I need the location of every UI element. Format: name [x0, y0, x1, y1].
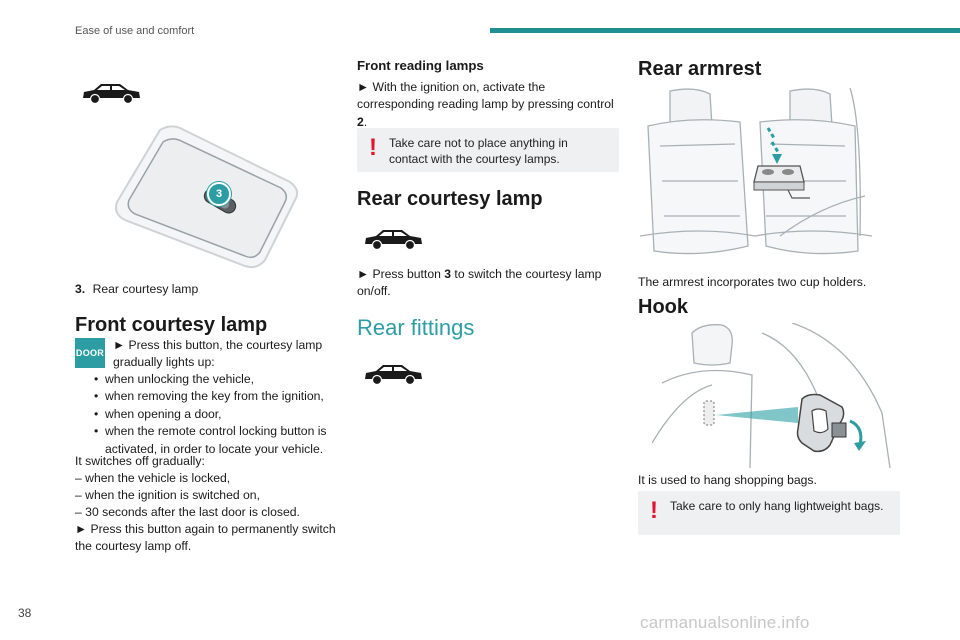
front-courtesy-lamp-title: Front courtesy lamp [75, 314, 268, 336]
list-item: •when unlocking the vehicle, [94, 372, 255, 386]
watermark: carmanualsonline.info [640, 613, 810, 632]
hook-title: Hook [638, 296, 688, 318]
armrest-text: The armrest incorporates two cup holders… [638, 275, 867, 289]
sedan-icon [362, 361, 424, 387]
front-reading-lamps-title: Front reading lamps [357, 58, 484, 73]
list-item: •when opening a door, [94, 406, 222, 421]
list-item: •when the remote control locking button … [94, 424, 327, 456]
figure-caption: 3. Rear courtesy lamp [75, 281, 198, 298]
dash-item: – 30 seconds after the last door is clos… [75, 505, 300, 519]
warning-icon: ! [369, 134, 377, 161]
warning-text: Take care to only hang lightweight bags. [670, 499, 884, 513]
courtesy-lamp-conditions-list: •when unlocking the vehicle, •when remov… [85, 371, 355, 458]
sedan-icon [362, 226, 424, 252]
caption-text: Rear courtesy lamp [92, 282, 199, 296]
rear-courtesy-text: ► Press button 3 to switch the courtesy … [357, 267, 602, 299]
warning-note: ! Take care not to place anything in con… [357, 128, 619, 172]
hook-illustration [652, 323, 892, 468]
door-button-icon: DOOR [75, 338, 105, 368]
rear-armrest-title: Rear armrest [638, 58, 762, 80]
warning-text: Take care not to place anything in conta… [389, 136, 568, 166]
rear-fittings-title: Rear fittings [357, 315, 475, 340]
warning-note: ! Take care to only hang lightweight bag… [638, 491, 900, 535]
caption-number: 3. [75, 282, 86, 296]
hook-text: It is used to hang shopping bags. [638, 473, 817, 487]
warning-icon: ! [650, 497, 658, 524]
switches-off-text: It switches off gradually: [75, 454, 205, 468]
rear-armrest-illustration [640, 86, 872, 266]
sedan-icon [80, 80, 142, 106]
press-again-text: ► Press this button again to permanently… [75, 522, 336, 554]
control-number: 2 [357, 114, 364, 129]
press-button-line-1: ► Press this button, the courtesy lamp [113, 338, 323, 352]
callout-badge-3: 3 [207, 182, 231, 206]
dash-item: – when the vehicle is locked, [75, 471, 231, 485]
section-title: Ease of use and comfort [75, 25, 195, 37]
reading-lamp-text: ► With the ignition on, activate the cor… [357, 80, 614, 129]
dash-item: – when the ignition is switched on, [75, 488, 260, 502]
button-number: 3 [444, 267, 452, 281]
list-item: •when removing the key from the ignition… [94, 389, 324, 404]
press-button-line-2: gradually lights up: [113, 355, 215, 369]
rear-courtesy-lamp-illustration [105, 120, 305, 275]
header-accent-bar [490, 28, 960, 33]
page-number: 38 [18, 606, 32, 620]
rear-courtesy-lamp-title: Rear courtesy lamp [357, 188, 543, 210]
